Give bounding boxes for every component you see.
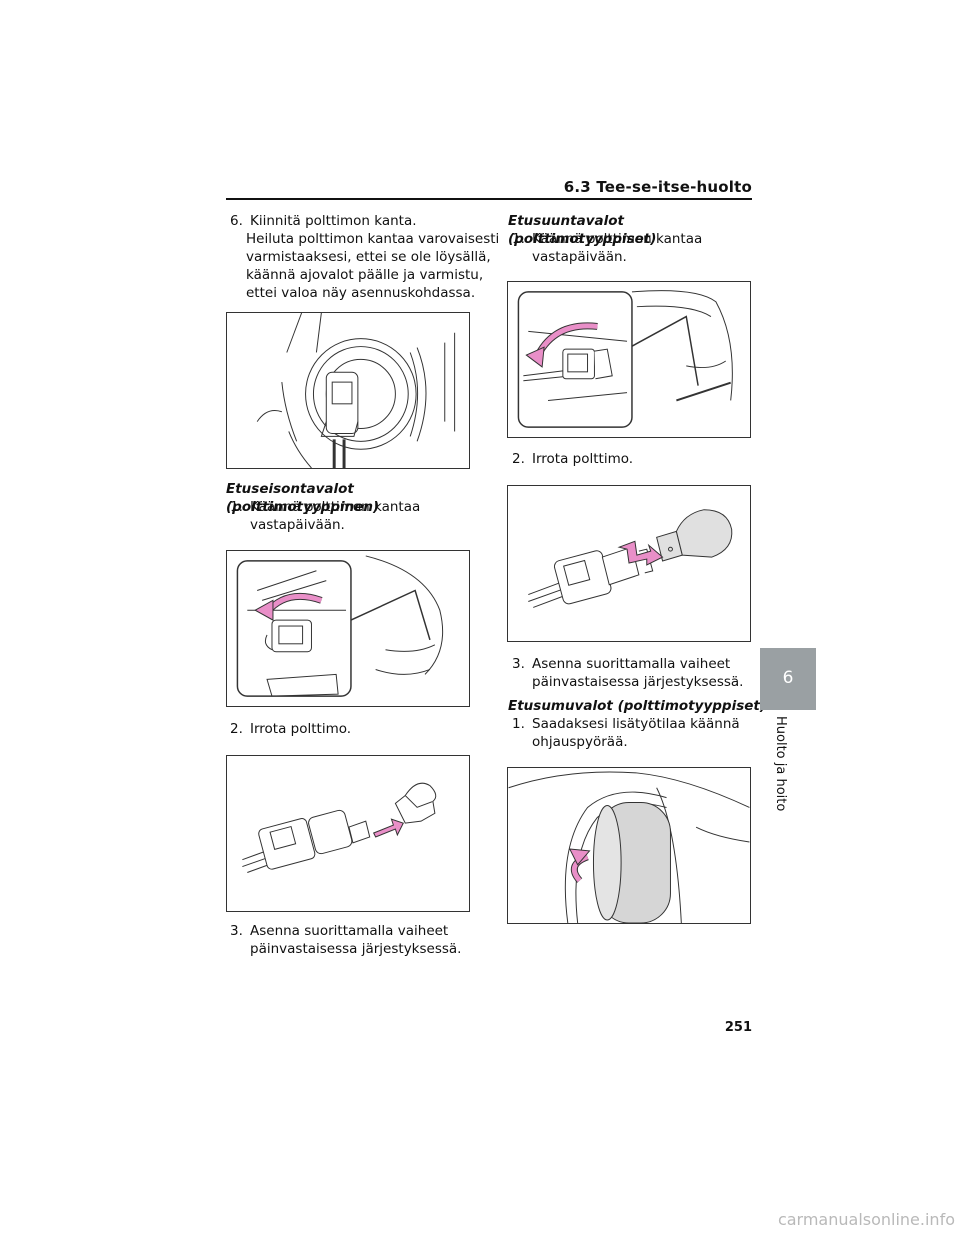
step-6-heading: 6. Kiinnitä polttimon kanta. <box>230 212 490 230</box>
step-line: Irrota polttimo. <box>250 721 352 737</box>
step-6-paragraph: Heiluta polttimon kantaa varovaisesti va… <box>246 230 506 302</box>
parking-turn-socket-illustration <box>236 555 444 697</box>
chapter-name: Huolto ja hoito <box>773 716 788 812</box>
header-rule <box>226 198 752 200</box>
step-line: Irrota polttimo. <box>532 451 634 467</box>
chapter-tab: 6 <box>760 648 816 710</box>
step-line: Asenna suorittamalla vaiheet <box>250 923 449 939</box>
step-number: 2. <box>512 451 525 467</box>
figure-parking-turn-socket <box>226 550 470 707</box>
paragraph-line: käännä ajovalot päälle ja varmistu, <box>246 267 484 283</box>
step-number: 3. <box>512 656 525 672</box>
step-line: Asenna suorittamalla vaiheet <box>532 656 731 672</box>
subhead-front-parking-lights: Etuseisontavalot (polttimotyyppinen) <box>226 481 380 515</box>
subhead-front-fog-lights: Etusumuvalot (polttimotyyppiset) <box>508 698 767 714</box>
step-2-parking: 2. Irrota polttimo. <box>230 720 490 738</box>
step-line: päinvastaisessa järjestyksessä. <box>250 941 462 957</box>
step-number: 1. <box>512 716 525 732</box>
step-1-turn: 1. Käännä polttimon kantaa vastapäivään. <box>512 230 762 266</box>
paragraph-line: ettei valoa näy asennuskohdassa. <box>246 285 476 301</box>
step-2-turn: 2. Irrota polttimo. <box>512 450 762 468</box>
section-title: 6.3 Tee-se-itse-huolto <box>563 178 752 196</box>
chapter-number: 6 <box>782 668 794 688</box>
turn-socket-illustration <box>517 290 733 428</box>
step-line: vastapäivään. <box>532 249 627 265</box>
step-number: 3. <box>230 923 243 939</box>
step-number: 1. <box>512 231 525 247</box>
watermark: carmanualsonline.info <box>777 1210 955 1229</box>
figure-socket-installed <box>226 312 470 469</box>
figure-turn-remove-bulb <box>507 485 751 642</box>
figure-parking-remove-bulb <box>226 755 470 912</box>
step-number: 1. <box>230 499 243 515</box>
step-label: Kiinnitä polttimon kanta. <box>250 213 417 229</box>
figure-turn-socket <box>507 281 751 438</box>
step-line: ohjauspyörää. <box>532 734 628 750</box>
paragraph-line: varmistaaksesi, ettei se ole löysällä, <box>246 249 491 265</box>
step-1-parking: 1. Käännä polttimon kantaa vastapäivään. <box>230 498 490 534</box>
step-number: 2. <box>230 721 243 737</box>
step-line: Käännä polttimon kantaa <box>532 231 703 247</box>
turn-remove-bulb-illustration <box>528 509 733 608</box>
socket-installed-illustration <box>256 313 456 468</box>
parking-remove-bulb-illustration <box>242 782 437 873</box>
step-line: Saadaksesi lisätyötilaa käännä <box>532 716 740 732</box>
step-3-parking: 3. Asenna suorittamalla vaiheet päinvasta… <box>230 922 490 958</box>
step-line: vastapäivään. <box>250 517 345 533</box>
figure-front-tire <box>507 767 751 924</box>
step-line: Käännä polttimon kantaa <box>250 499 421 515</box>
step-number: 6. <box>230 213 243 229</box>
step-3-turn: 3. Asenna suorittamalla vaiheet päinvasta… <box>512 655 762 691</box>
front-tire-illustration <box>508 771 750 923</box>
subhead-front-turn-signals: Etusuuntavalot (polttimotyyppiset) <box>508 213 657 247</box>
paragraph-line: Heiluta polttimon kantaa varovaisesti <box>246 231 500 247</box>
page-number: 251 <box>724 1020 752 1035</box>
step-1-fog: 1. Saadaksesi lisätyötilaa käännä ohjausp… <box>512 715 762 751</box>
step-line: päinvastaisessa järjestyksessä. <box>532 674 744 690</box>
